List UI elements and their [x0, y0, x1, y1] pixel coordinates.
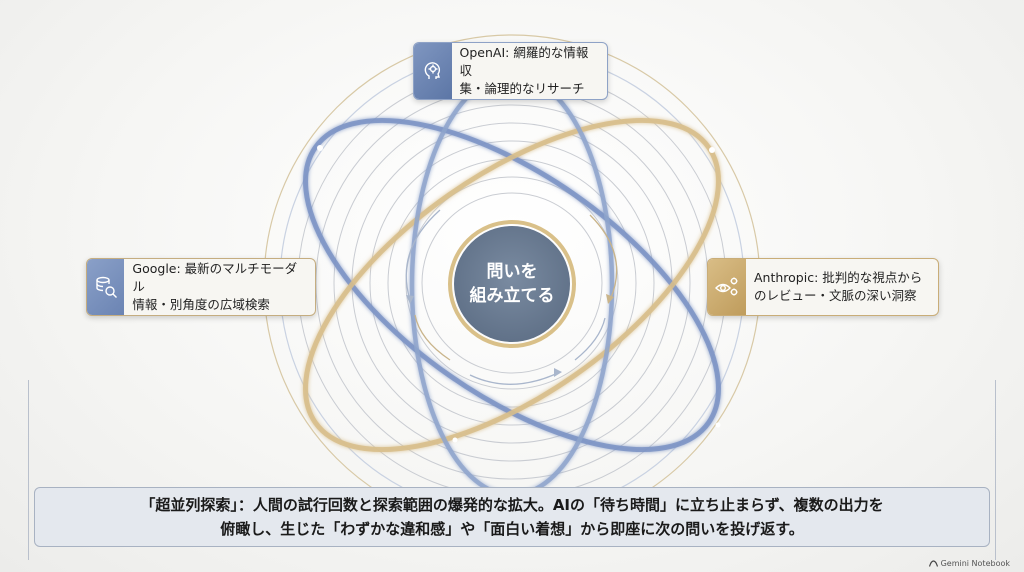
frame-right-line — [995, 380, 996, 560]
center-node — [448, 220, 576, 348]
summary-box: 「超並列探索」：人間の試行回数と探索範囲の爆発的な拡大。AIの「待ち時間」に立ち… — [34, 487, 990, 547]
openai-line2: 集・論理的なリサーチ — [459, 81, 585, 96]
orbit-blue-left — [303, 117, 721, 453]
anthropic-callout: Anthropic: 批判的な視点から のレビュー・文脈の深い洞察 — [707, 258, 939, 316]
brand-watermark: Gemini Notebook — [928, 559, 1010, 568]
summary-line1: 「超並列探索」：人間の試行回数と探索範囲の爆発的な拡大。AIの「待ち時間」に立ち… — [140, 496, 884, 514]
brand-label: Gemini Notebook — [940, 559, 1010, 568]
anthropic-line1: Anthropic: 批判的な視点から — [754, 270, 923, 285]
orbit-gold-right — [303, 117, 721, 453]
eye-gears-icon — [708, 259, 746, 315]
anthropic-line2: のレビュー・文脈の深い洞察 — [754, 288, 917, 303]
brain-gear-icon — [414, 43, 452, 99]
flow-arrows — [405, 209, 618, 385]
openai-line1: OpenAI: 網羅的な情報収 — [459, 45, 589, 78]
sparkles — [317, 145, 721, 443]
openai-callout: OpenAI: 網羅的な情報収 集・論理的なリサーチ — [413, 42, 608, 100]
frame-left-line — [28, 380, 29, 560]
notebook-logo-icon — [928, 560, 938, 567]
google-callout: Google: 最新のマルチモーダル 情報・別角度の広域検索 — [86, 258, 316, 316]
database-search-icon — [87, 259, 125, 315]
google-line2: 情報・別角度の広域検索 — [132, 297, 270, 312]
google-line1: Google: 最新のマルチモーダル — [132, 261, 298, 294]
summary-line2: 俯瞰し、生じた「わずかな違和感」や「面白い着想」から即座に次の問いを投げ返す。 — [220, 520, 804, 538]
